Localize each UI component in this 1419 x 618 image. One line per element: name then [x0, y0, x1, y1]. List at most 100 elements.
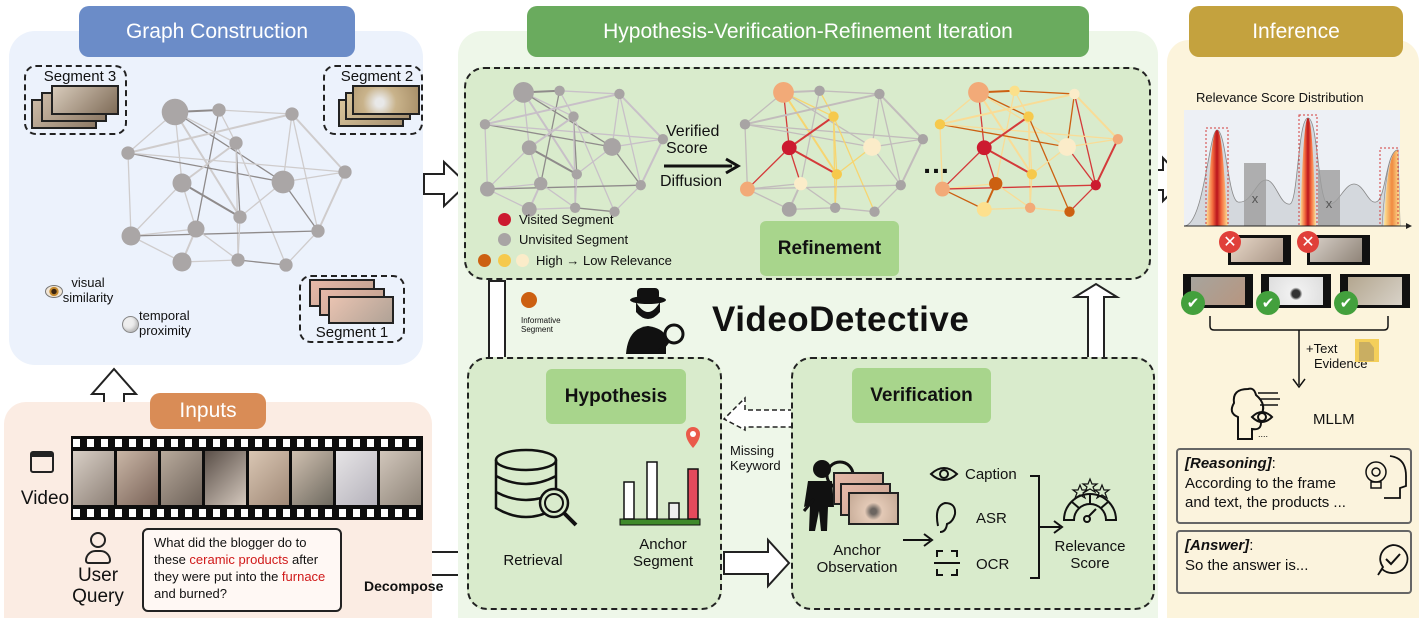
refinement-initial-node — [480, 181, 495, 197]
modality-ocr: OCR — [976, 556, 1010, 573]
segment-1-callout — [299, 275, 405, 343]
refinement-initial-edge — [487, 182, 541, 190]
svg-text:....: .... — [1258, 429, 1268, 439]
legend-relevance: High → Low Relevance — [536, 253, 672, 268]
refinement-final-edge — [1027, 116, 1071, 212]
graph-construction-edge — [237, 259, 287, 266]
query-highlight-furnace: furnace — [281, 568, 326, 584]
anchor-segment-label: Anchor Segment — [632, 536, 694, 571]
refinement-diffused-edge — [747, 184, 901, 190]
refinement-diffused-edge — [747, 182, 801, 190]
refinement-initial-edge — [487, 184, 641, 190]
rejected-region — [1244, 163, 1266, 226]
graph-construction-edge — [285, 230, 319, 266]
refinement-diffused-node — [869, 206, 880, 217]
graph-construction-node — [338, 165, 352, 179]
relevance-distribution-title: Relevance Score Distribution — [1196, 90, 1364, 105]
accept-check-icon: ✔ — [1181, 291, 1205, 315]
refinement-final-node — [1058, 138, 1076, 156]
refinement-diffused-edge — [789, 207, 836, 211]
refinement-final-edge — [939, 123, 1068, 148]
refinement-diffused-node — [781, 201, 797, 217]
decompose-label: Decompose — [364, 578, 444, 594]
reject-x-icon: ✕ — [1219, 231, 1241, 253]
refinement-diffused-edge — [744, 92, 880, 126]
graph-construction-node — [271, 170, 295, 194]
svg-text:x: x — [1252, 191, 1259, 206]
graph-construction-edge — [130, 228, 197, 237]
visited-dot — [498, 213, 511, 226]
missing-keyword-label: Missing Keyword — [730, 443, 781, 473]
segment-1-label: Segment 1 — [315, 324, 389, 341]
segment-2-label: Segment 2 — [340, 68, 414, 85]
video-frame — [292, 451, 334, 505]
relevance-low-dot — [516, 254, 529, 267]
graph-construction-edge — [317, 171, 346, 232]
film-strip — [71, 436, 423, 520]
accept-check-icon: ✔ — [1334, 291, 1358, 315]
graph-construction-graph — [121, 98, 352, 272]
refinement-diffused-edge — [871, 93, 881, 148]
unvisited-dot — [498, 233, 511, 246]
refinement-diffused-edge — [819, 90, 880, 95]
graph-construction-edge — [127, 152, 284, 183]
film-frames — [73, 451, 421, 505]
refinement-diffused-node — [814, 85, 825, 96]
graph-construction-edge — [195, 228, 239, 261]
ear-asr-icon — [935, 501, 957, 533]
refinement-initial-edge — [639, 138, 664, 186]
scan-ocr-icon — [934, 550, 960, 576]
video-frame — [204, 451, 246, 505]
refinement-final-edge — [1027, 116, 1031, 208]
graph-construction-edge — [130, 182, 183, 237]
user-icon — [90, 532, 106, 548]
selected-peak — [1384, 150, 1400, 226]
refinement-diffused-edge — [744, 124, 749, 190]
segment-1-frame — [328, 296, 394, 324]
graph-construction-edge — [127, 113, 293, 154]
diffusion-arrow — [664, 157, 741, 175]
database-search-icon — [494, 448, 578, 527]
refinement-initial-edge — [611, 93, 621, 148]
eye-icon — [45, 285, 63, 298]
query-box: What did the blogger do to these ceramic… — [142, 528, 342, 612]
refinement-final-edge — [942, 184, 1096, 190]
segment-2-callout — [323, 65, 423, 135]
location-pin-icon — [686, 427, 700, 448]
refinement-initial-edge — [484, 92, 620, 126]
video-frame — [336, 451, 378, 505]
refinement-diffused-edge — [878, 93, 902, 186]
modality-caption: Caption — [965, 466, 1017, 483]
detective-icon — [626, 288, 685, 354]
refinement-diffused-node — [895, 179, 906, 191]
graph-construction-edge — [237, 216, 241, 261]
legend-unvisited: Unvisited Segment — [519, 232, 629, 247]
refinement-diffused-node — [740, 181, 755, 197]
segment-3-label: Segment 3 — [43, 68, 117, 85]
user-icon-body — [85, 550, 111, 564]
eye-caption-icon — [929, 467, 959, 481]
temporal-proximity-label: temporal proximity — [139, 308, 192, 338]
segment-3-frame — [51, 85, 119, 115]
refinement-final-edge — [1066, 93, 1076, 148]
refinement-final-node — [935, 181, 950, 197]
refinement-initial-node — [609, 206, 620, 217]
refinement-initial-edge — [572, 116, 576, 208]
accept-check-icon: ✔ — [1256, 291, 1280, 315]
graph-construction-edge — [218, 109, 293, 115]
refinement-diffused-edge — [832, 116, 876, 212]
refinement-final-node — [1069, 88, 1080, 100]
relevance-score-label: Relevance Score — [1054, 538, 1126, 573]
refinement-final-edge — [984, 207, 1031, 211]
reject-x-icon: ✕ — [1297, 231, 1319, 253]
graph-construction-edge — [291, 113, 346, 173]
refinement-initial-node — [534, 176, 548, 191]
graph-construction-edge — [181, 182, 241, 218]
refinement-final-edge — [1073, 93, 1097, 186]
refinement-initial-node — [657, 133, 669, 145]
refinement-final-edge — [941, 147, 985, 190]
refinement-diffused-edge — [746, 147, 790, 190]
refinement-final-edge — [1069, 184, 1097, 213]
graph-construction-node — [121, 226, 141, 246]
hypothesis-tag: Hypothesis — [546, 369, 686, 424]
